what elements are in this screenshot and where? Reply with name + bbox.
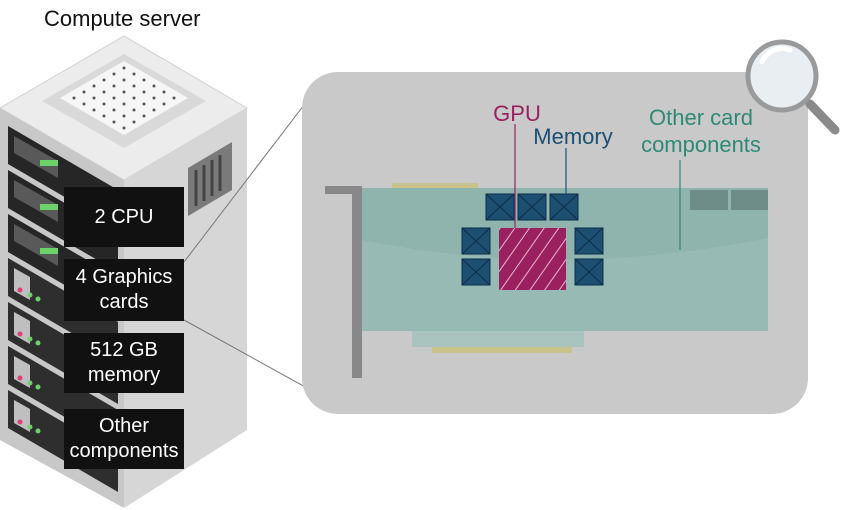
memory-spec-label: 512 GB memory — [64, 333, 184, 393]
vent-grid — [72, 66, 176, 130]
magnifier-icon — [745, 39, 840, 135]
gpu-chip — [499, 228, 566, 290]
other-callout-label: Other card components — [641, 105, 761, 157]
diagram-title: Compute server — [44, 6, 201, 31]
gpu-callout-label: GPU — [493, 101, 541, 126]
cpu-spec-label: 2 CPU — [64, 187, 184, 247]
graphics-card-icon — [325, 183, 768, 378]
gpu-spec-label: 4 Graphics cards — [64, 259, 184, 321]
other-spec-label: Other components — [64, 409, 184, 469]
memory-callout-label: Memory — [533, 124, 613, 149]
